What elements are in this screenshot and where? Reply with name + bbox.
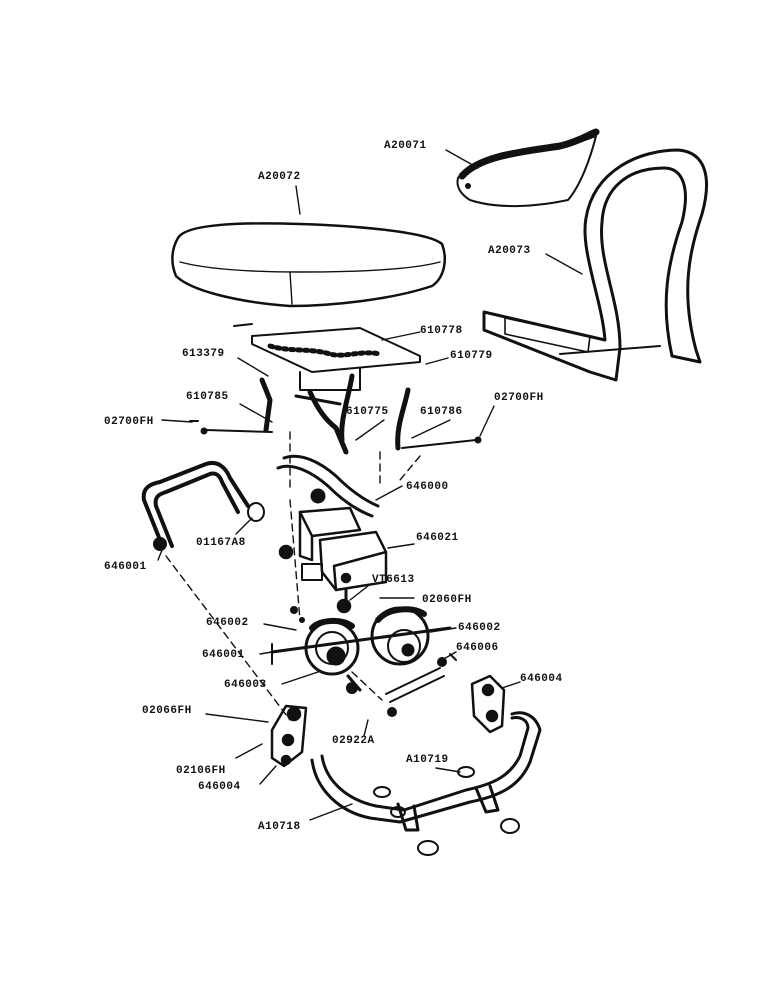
label-mount-plate-bolt: 610779 xyxy=(450,350,493,362)
label-right-wheel: 646002 xyxy=(458,622,501,634)
label-back-cushion: A20071 xyxy=(384,140,427,152)
label-swivel-block: 646021 xyxy=(416,532,459,544)
pins xyxy=(189,420,482,449)
leader-lines xyxy=(157,149,583,821)
spacer-rod xyxy=(385,667,445,717)
back-cushion xyxy=(456,128,600,208)
label-left-axle: 646001 xyxy=(202,649,245,661)
mount-plate xyxy=(233,323,421,391)
label-nut: 02060FH xyxy=(422,594,472,606)
label-left-link: 610785 xyxy=(186,391,229,403)
label-left-bracket: 613379 xyxy=(182,348,225,360)
label-foot-cap: A10719 xyxy=(406,754,449,766)
hinges xyxy=(270,674,506,768)
label-base-frame: A10718 xyxy=(258,821,301,833)
seat-pad xyxy=(171,222,446,308)
label-left-hinge: 646004 xyxy=(198,781,241,793)
wheels xyxy=(270,606,457,694)
label-left-pin: 02700FH xyxy=(104,416,154,428)
label-seat-pad: A20072 xyxy=(258,171,301,183)
label-right-pin: 02700FH xyxy=(494,392,544,404)
label-left-washer: 02106FH xyxy=(176,765,226,777)
label-right-hinge: 646004 xyxy=(520,673,563,685)
label-left-handle: 646001 xyxy=(104,561,147,573)
swivel-block xyxy=(278,506,388,614)
label-bolt: VT6613 xyxy=(372,574,415,586)
backrest-frame xyxy=(482,148,709,382)
label-left-screw: 02066FH xyxy=(142,705,192,717)
label-upper-rod: 646000 xyxy=(406,481,449,493)
label-right-link: 610786 xyxy=(420,406,463,418)
left-handle xyxy=(141,461,265,551)
label-clip: 01167A8 xyxy=(196,537,246,549)
assembly-guide-lines xyxy=(165,431,421,721)
label-spacer: 646006 xyxy=(456,642,499,654)
upper-rod xyxy=(276,454,380,518)
base-frame xyxy=(310,711,542,856)
label-left-hub: 646003 xyxy=(224,679,267,691)
label-backrest-frame: A20073 xyxy=(488,245,531,257)
label-left-wheel: 646002 xyxy=(206,617,249,629)
label-center-link: 610775 xyxy=(346,406,389,418)
label-cotter: 02922A xyxy=(332,735,375,747)
label-mount-plate: 610778 xyxy=(420,325,463,337)
